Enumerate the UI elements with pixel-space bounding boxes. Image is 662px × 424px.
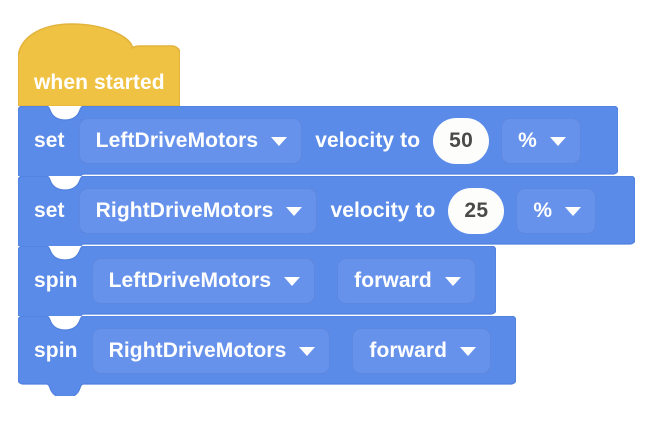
set-motor-velocity-block-left[interactable]: set LeftDriveMotors velocity to 50 % bbox=[18, 106, 618, 176]
block-content-row: set RightDriveMotors velocity to 25 % bbox=[18, 184, 597, 238]
velocity-unit-dropdown[interactable]: % bbox=[501, 118, 581, 164]
chevron-down-icon bbox=[284, 276, 301, 286]
velocity-unit-value: % bbox=[518, 129, 537, 152]
velocity-value-input[interactable]: 25 bbox=[448, 188, 505, 234]
spin-motor-block-right[interactable]: spin RightDriveMotors forward bbox=[18, 316, 516, 396]
motor-dropdown-value: RightDriveMotors bbox=[108, 339, 287, 362]
block-content-row: set LeftDriveMotors velocity to 50 % bbox=[18, 114, 581, 168]
set-keyword-label: set bbox=[34, 129, 65, 152]
set-keyword-label: set bbox=[34, 199, 65, 222]
hat-block-label: when started bbox=[34, 71, 165, 94]
spin-keyword-label: spin bbox=[34, 339, 78, 362]
direction-dropdown[interactable]: forward bbox=[337, 258, 476, 304]
velocity-value-input[interactable]: 50 bbox=[433, 118, 490, 164]
chevron-down-icon bbox=[549, 136, 566, 146]
velocity-value-text: 25 bbox=[464, 199, 489, 222]
hat-block-shape bbox=[18, 23, 180, 106]
block-content-row: spin LeftDriveMotors forward bbox=[18, 254, 476, 308]
chevron-down-icon bbox=[444, 276, 461, 286]
block-content-row: spin RightDriveMotors forward bbox=[18, 324, 492, 378]
motor-dropdown[interactable]: RightDriveMotors bbox=[78, 188, 318, 234]
motor-dropdown-value: RightDriveMotors bbox=[95, 199, 274, 222]
motor-dropdown-value: LeftDriveMotors bbox=[95, 129, 259, 152]
chevron-down-icon bbox=[460, 346, 477, 356]
velocity-unit-dropdown[interactable]: % bbox=[516, 188, 597, 234]
velocity-value-text: 50 bbox=[449, 129, 474, 152]
direction-dropdown-value: forward bbox=[354, 269, 432, 292]
motor-dropdown[interactable]: RightDriveMotors bbox=[91, 328, 331, 374]
motor-dropdown[interactable]: LeftDriveMotors bbox=[78, 118, 303, 164]
chevron-down-icon bbox=[565, 206, 582, 216]
chevron-down-icon bbox=[299, 346, 316, 356]
velocity-to-label: velocity to bbox=[315, 129, 421, 152]
direction-dropdown[interactable]: forward bbox=[352, 328, 492, 374]
set-motor-velocity-block-right[interactable]: set RightDriveMotors velocity to 25 % bbox=[18, 176, 635, 246]
chevron-down-icon bbox=[286, 206, 303, 216]
velocity-to-label: velocity to bbox=[330, 199, 436, 222]
direction-dropdown-value: forward bbox=[369, 339, 448, 362]
spin-motor-block-left[interactable]: spin LeftDriveMotors forward bbox=[18, 246, 496, 316]
motor-dropdown[interactable]: LeftDriveMotors bbox=[91, 258, 316, 304]
chevron-down-icon bbox=[271, 136, 288, 146]
velocity-unit-value: % bbox=[533, 199, 553, 222]
spin-keyword-label: spin bbox=[34, 269, 78, 292]
when-started-hat-block[interactable]: when started bbox=[18, 22, 180, 106]
motor-dropdown-value: LeftDriveMotors bbox=[108, 269, 272, 292]
